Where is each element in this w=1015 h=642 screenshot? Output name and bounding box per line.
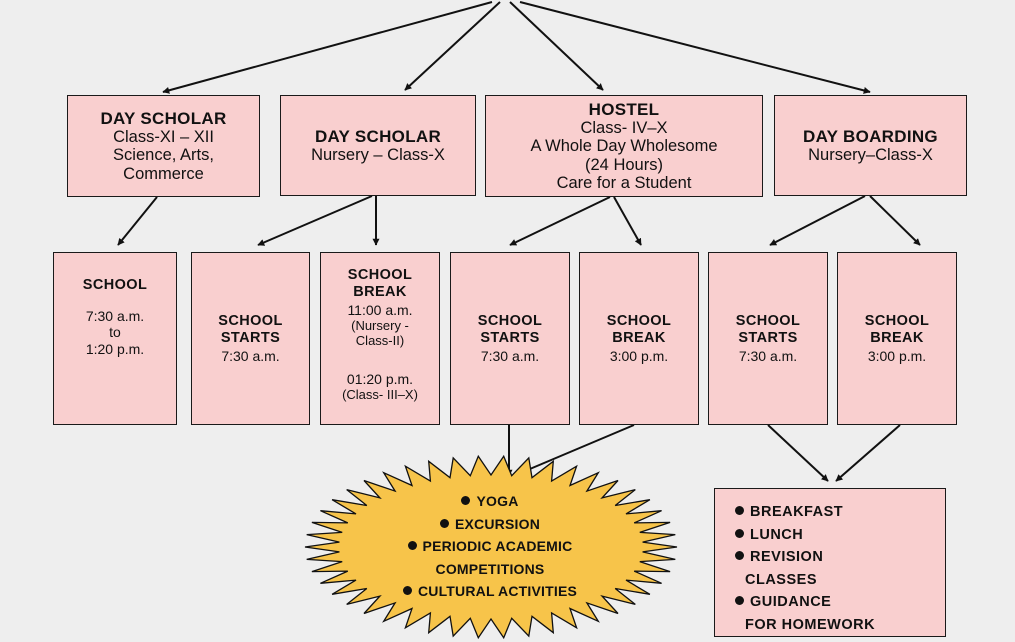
break-note-1a: (Nursery - xyxy=(351,317,409,333)
arrow-boarding-to-break xyxy=(869,195,921,246)
arrow-root-to-day-boarding xyxy=(519,1,871,94)
time-end: 1:20 p.m. xyxy=(85,340,145,357)
bullet-icon xyxy=(735,551,744,560)
activity-item: CULTURAL ACTIVITIES xyxy=(340,580,640,603)
box-day-scholar-junior: DAY SCHOLAR Nursery – Class-X xyxy=(280,95,476,196)
box-day-boarding: DAY BOARDING Nursery–Class-X xyxy=(774,95,967,196)
activity-item: PERIODIC ACADEMIC xyxy=(340,535,640,558)
box-day-scholar-school-break: SCHOOL BREAK 11:00 a.m. (Nursery - Class… xyxy=(320,252,440,425)
activity-item: GUIDANCE xyxy=(735,591,945,614)
box-line: Nursery – Class-X xyxy=(311,145,445,164)
box-line: Class-XI – XII xyxy=(113,127,214,146)
bullet-icon xyxy=(402,586,412,595)
box-line: A Whole Day Wholesome xyxy=(530,137,718,156)
box-title-line2: STARTS xyxy=(738,330,798,347)
break-note-1b: Class-II) xyxy=(355,333,405,349)
box-title-line2: BREAK xyxy=(353,284,407,301)
activity-item: LUNCH xyxy=(735,524,945,547)
activity-item: BREAKFAST xyxy=(735,501,945,524)
start-time: 7:30 a.m. xyxy=(221,347,280,364)
box-title-line1: SCHOOL xyxy=(606,313,672,330)
boarding-activities-box: BREAKFAST LUNCH REVISION CLASSES GUIDANC… xyxy=(714,488,946,637)
arrow-root-to-day-scholar-senior xyxy=(162,1,493,94)
arrow-boarding-starts-to-activities xyxy=(767,424,829,482)
break-time-2: 01:20 p.m. xyxy=(346,371,414,388)
box-title: SCHOOL xyxy=(82,277,148,293)
bullet-icon xyxy=(461,496,471,505)
box-title-line2: STARTS xyxy=(480,330,540,347)
bullet-icon xyxy=(735,506,744,515)
arrow-root-to-day-scholar-junior xyxy=(404,1,501,91)
box-title-line2: BREAK xyxy=(612,330,666,347)
box-line: Science, Arts, xyxy=(113,146,214,165)
box-day-scholar-school-starts: SCHOOL STARTS 7:30 a.m. xyxy=(191,252,310,425)
box-title: HOSTEL xyxy=(588,99,660,119)
time-start: 7:30 a.m. xyxy=(85,308,145,325)
arrow-boarding-break-to-activities xyxy=(835,424,901,482)
box-line: (24 Hours) xyxy=(585,155,663,174)
activity-item-continued: CLASSES xyxy=(745,571,817,588)
time-to: to xyxy=(109,324,121,341)
break-time: 3:00 p.m. xyxy=(867,347,927,364)
start-time: 7:30 a.m. xyxy=(480,347,540,364)
arrow-junior-to-starts xyxy=(257,195,373,246)
bullet-icon xyxy=(735,528,744,538)
box-school-hours: SCHOOL 7:30 a.m. to 1:20 p.m. xyxy=(53,252,177,425)
box-line: Nursery–Class-X xyxy=(808,145,933,164)
activity-item: YOGA xyxy=(340,490,640,513)
box-title-line2: BREAK xyxy=(870,330,924,347)
arrow-hostel-to-break xyxy=(613,196,642,246)
box-title-line1: SCHOOL xyxy=(477,313,543,330)
box-line: Care for a Student xyxy=(556,173,692,192)
box-title-line1: SCHOOL xyxy=(218,313,283,330)
box-title-line1: SCHOOL xyxy=(735,313,801,330)
box-boarding-school-break: SCHOOL BREAK 3:00 p.m. xyxy=(837,252,957,425)
box-title: DAY SCHOLAR xyxy=(314,126,442,146)
bullet-icon xyxy=(439,518,449,528)
break-note-2: (Class- III–X) xyxy=(342,387,418,403)
box-hostel-school-break: SCHOOL BREAK 3:00 p.m. xyxy=(579,252,699,425)
box-hostel-school-starts: SCHOOL STARTS 7:30 a.m. xyxy=(450,252,570,425)
box-title: DAY SCHOLAR xyxy=(100,108,227,128)
box-title: DAY BOARDING xyxy=(803,126,938,146)
box-hostel: HOSTEL Class- IV–X A Whole Day Wholesome… xyxy=(485,95,763,197)
arrow-hostel-to-starts xyxy=(509,196,611,246)
start-time: 7:30 a.m. xyxy=(738,347,798,364)
arrow-hostel-break-to-activities xyxy=(517,424,635,475)
activity-item-continued: FOR HOMEWORK xyxy=(745,616,876,633)
box-title-line2: STARTS xyxy=(220,330,281,347)
box-boarding-school-starts: SCHOOL STARTS 7:30 a.m. xyxy=(708,252,828,425)
box-title-line1: SCHOOL xyxy=(864,313,930,330)
activities-starburst xyxy=(304,454,678,640)
activity-item: REVISION xyxy=(735,546,945,569)
box-title-line1: SCHOOL xyxy=(347,267,413,283)
arrow-boarding-to-starts xyxy=(769,195,866,246)
box-line: Commerce xyxy=(123,164,204,183)
activity-item-continued: COMPETITIONS xyxy=(435,560,545,577)
bullet-icon xyxy=(407,541,417,550)
bullet-icon xyxy=(735,596,744,605)
break-time: 3:00 p.m. xyxy=(609,347,669,364)
arrow-root-to-hostel xyxy=(509,1,604,91)
box-day-scholar-senior: DAY SCHOLAR Class-XI – XII Science, Arts… xyxy=(67,95,260,197)
break-time-1: 11:00 a.m. xyxy=(347,301,413,318)
arrow-senior-to-school xyxy=(117,196,158,246)
box-line: Class- IV–X xyxy=(580,118,668,137)
activity-item: EXCURSION xyxy=(340,513,640,536)
hostel-activities-list: YOGA EXCURSION PERIODIC ACADEMIC COMPETI… xyxy=(340,490,640,603)
